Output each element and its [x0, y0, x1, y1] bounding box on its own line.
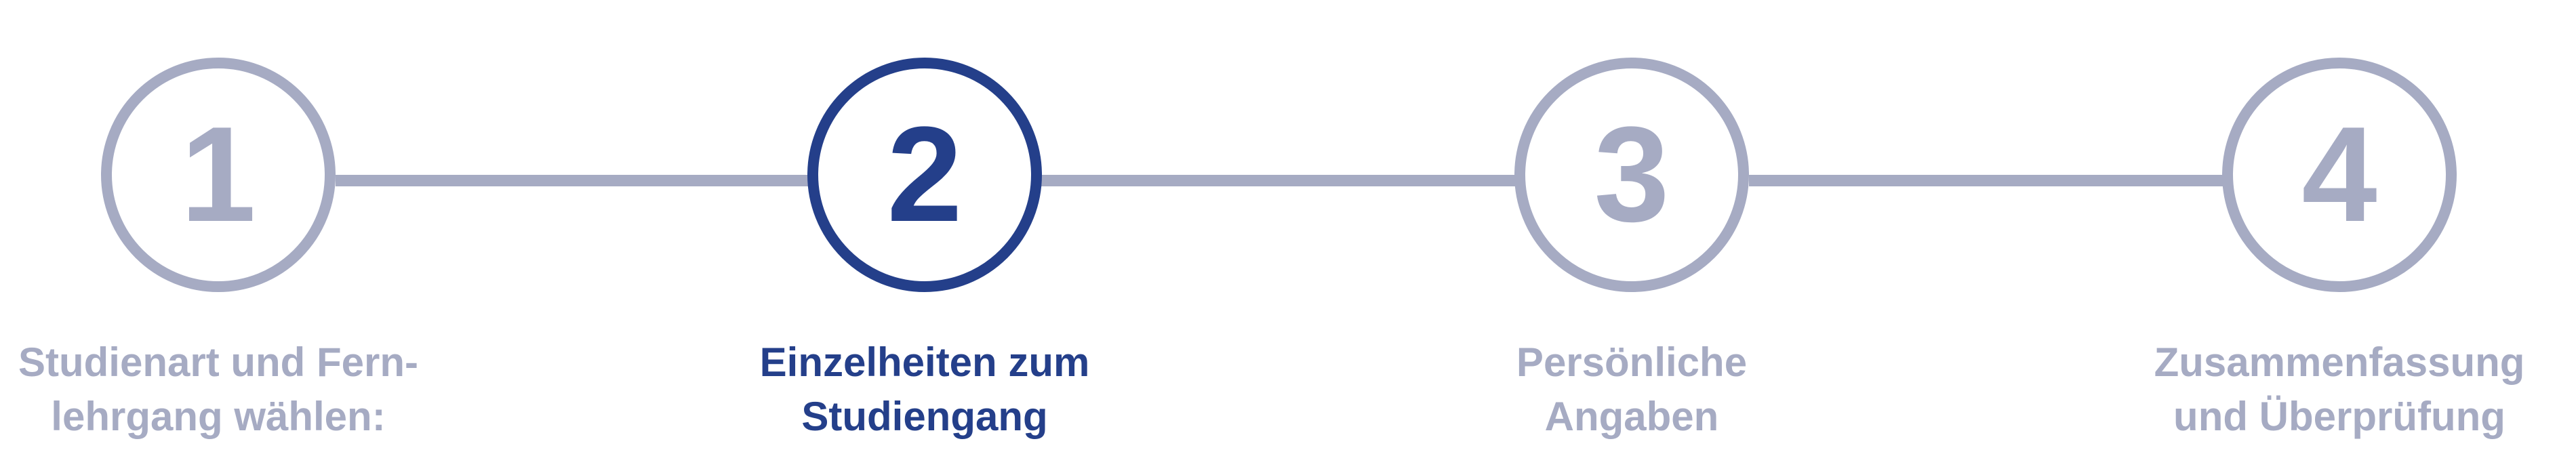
step-4-circle[interactable]: 4	[2222, 58, 2457, 292]
step-label-line: lehrgang wählen:	[51, 394, 386, 439]
step-label-line: Einzelheiten zum	[759, 340, 1090, 385]
step-label-line: Persönliche	[1516, 340, 1748, 385]
step-number: 2	[887, 99, 963, 250]
step-number: 3	[1594, 99, 1670, 250]
step-number: 1	[180, 99, 256, 250]
step-4-label: Zusammenfassung und Überprüfung	[2095, 335, 2576, 444]
connector-line	[1749, 175, 2223, 186]
step-label-line: und Überprüfung	[2173, 394, 2505, 439]
step-3-circle[interactable]: 3	[1514, 58, 1749, 292]
step-2-circle[interactable]: 2	[807, 58, 1042, 292]
step-number: 4	[2301, 99, 2377, 250]
connector-line	[1041, 175, 1515, 186]
step-1-label: Studienart und Fern-lehrgang wählen:	[0, 335, 462, 444]
step-label-line: Studienart und Fern-	[18, 340, 418, 385]
step-label-line: Angaben	[1544, 394, 1719, 439]
step-1-circle[interactable]: 1	[101, 58, 336, 292]
connector-line	[336, 175, 810, 186]
step-label-line: Zusammenfassung	[2154, 340, 2525, 385]
step-label-line: Studiengang	[801, 394, 1048, 439]
